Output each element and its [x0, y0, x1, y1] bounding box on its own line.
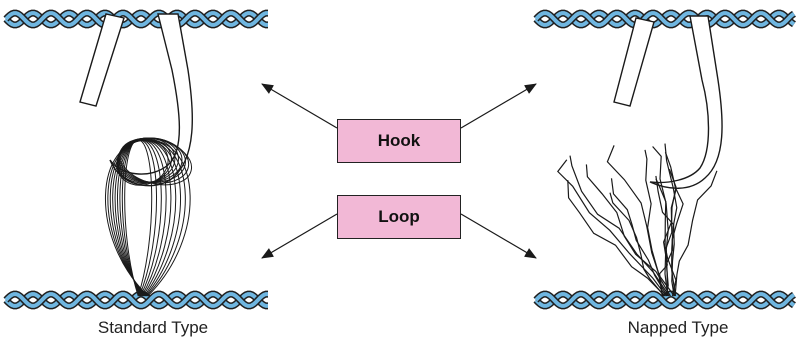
napped-bottom-backing	[533, 290, 796, 310]
arrows	[261, 83, 537, 259]
hook-label: Hook	[337, 119, 461, 163]
hook-arrow-left	[261, 83, 338, 129]
loop-label: Loop	[337, 195, 461, 239]
napped-loops	[557, 143, 718, 297]
standard-loops	[105, 137, 193, 297]
napped-top-backing	[533, 9, 796, 29]
standard-type-caption: Standard Type	[97, 318, 209, 337]
loop-arrow-right	[460, 213, 537, 259]
napped-hook	[613, 15, 723, 189]
standard-hook	[79, 13, 193, 187]
hook-arrow-right	[460, 83, 537, 129]
standard-bottom-backing	[3, 290, 268, 310]
napped-type-caption: Napped Type	[627, 318, 729, 337]
standard-top-backing	[3, 9, 268, 29]
loop-arrow-left	[261, 213, 338, 259]
